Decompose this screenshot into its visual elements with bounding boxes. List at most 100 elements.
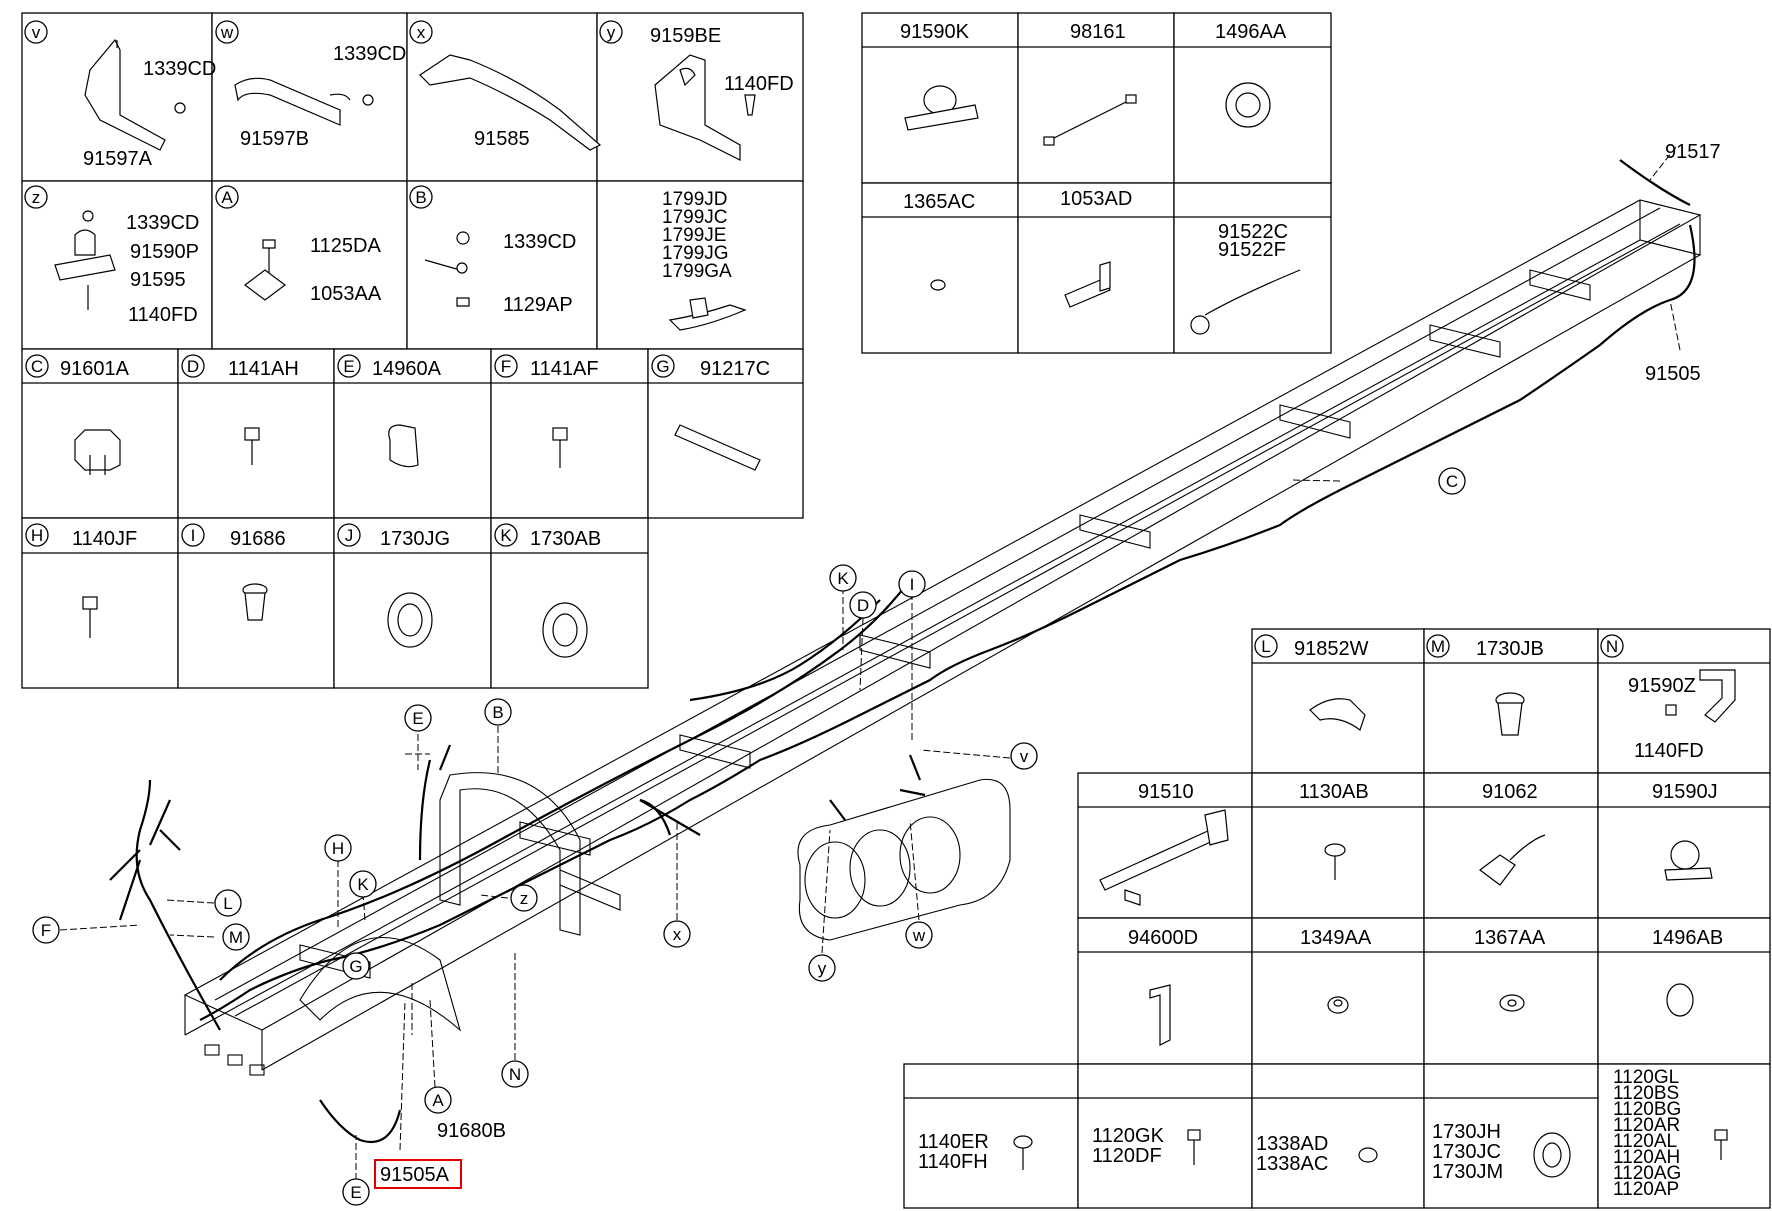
svg-text:F: F [41,921,51,940]
part-number: 91590P [130,241,199,263]
callout-91517: 91517 [1665,141,1721,163]
part-number: 98161 [1070,21,1126,43]
part-number: 91590J [1652,781,1718,803]
diagram-marker-F: F [32,916,60,944]
bolt-icon [1324,843,1346,880]
svg-text:J: J [345,526,354,545]
diagram-marker-N: N [501,1060,529,1088]
part-number: 1140JF [72,528,137,550]
part-number: 1339CD [333,43,406,65]
part-number: 9159BE [650,25,721,47]
part-number: 1799JG [662,243,729,264]
svg-text:y: y [818,959,827,978]
part-number: 1338AC [1256,1153,1328,1175]
diagram-marker-y: y [808,954,836,982]
svg-text:L: L [1261,637,1270,656]
cell-marker-L: L [1254,634,1278,658]
parts-grid-bottom-right [903,628,1771,1209]
part-number: 91510 [1138,781,1194,803]
svg-text:v: v [32,23,41,42]
wire-icon [1043,94,1137,146]
diagram-marker-I: I [898,570,926,598]
grommet-icon [1495,692,1525,736]
part-number: 1730JG [380,528,450,550]
part-number: 1120BG [1613,1099,1681,1120]
cell-marker-C: C [25,354,49,378]
ring-icon [1533,1132,1571,1178]
bolt-icon [244,239,286,301]
svg-text:E: E [343,357,354,376]
part-number: 91585 [474,128,530,150]
part-number: 91597B [240,128,309,150]
part-number: 1120GK [1092,1125,1165,1147]
bracket-icon [1665,669,1736,723]
part-number: 1799JC [662,207,728,228]
cell-marker-H: H [25,523,49,547]
clip-icon [1666,983,1694,1017]
part-number: 1799JD [662,189,728,210]
bracket-icon [234,77,374,126]
diagram-marker-x: x [663,920,691,948]
part-number: 1799JE [662,225,726,246]
svg-text:x: x [673,925,682,944]
clamp-icon [1664,840,1713,881]
svg-text:B: B [415,188,426,207]
svg-text:v: v [1020,747,1029,766]
part-number: 1141AH [228,358,299,380]
svg-text:D: D [187,357,199,376]
part-number: 1730JH [1432,1121,1501,1143]
svg-text:E: E [412,709,423,728]
svg-text:x: x [417,23,426,42]
part-number: 91590Z [1628,675,1696,697]
clip-icon [388,424,419,468]
svg-text:M: M [1431,637,1445,656]
part-number: 91062 [1482,781,1538,803]
part-number: 1730JM [1432,1161,1503,1183]
part-number: 1496AA [1215,21,1287,43]
svg-text:M: M [229,928,243,947]
bolt-icon [1187,1129,1201,1165]
cell-marker-F: F [494,354,518,378]
part-number: 1125DA [310,235,381,257]
part-number: 1141AF [530,358,599,380]
part-number: 1120AR [1613,1115,1680,1136]
diagram-marker-M: M [222,923,250,951]
svg-text:K: K [357,875,369,894]
svg-text:z: z [520,889,529,908]
part-number: 1120BS [1613,1083,1679,1104]
part-number: 1799GA [662,261,732,282]
clamp-icon [904,85,979,131]
part-number: 1730JB [1476,638,1544,660]
cell-marker-J: J [337,523,361,547]
part-number: 1349AA [1300,927,1372,949]
cell-marker-A: A [215,185,239,209]
bolt-icon [1714,1129,1728,1160]
part-number: 91601A [60,358,130,380]
cell-marker-G: G [651,354,675,378]
svg-text:G: G [656,357,669,376]
cell-marker-B: B [409,185,433,209]
part-number: 94600D [1128,927,1198,949]
part-number: 1120AH [1613,1147,1680,1168]
part-number: 1367AA [1474,927,1546,949]
grommet-icon [242,583,268,621]
svg-text:H: H [332,839,344,858]
svg-text:G: G [349,957,362,976]
svg-text:F: F [501,357,511,376]
bracket-icon [1149,984,1171,1046]
part-illustrations [54,38,1736,1178]
diagram-marker-L: L [214,889,242,917]
bracket-icon [1064,261,1111,308]
bracket-icon [654,54,756,161]
part-number: 91217C [700,358,770,380]
cell-marker-E: E [337,354,361,378]
cell-marker-y: y [599,20,623,44]
cell-marker-v: v [24,20,48,44]
part-number: 1140FD [1634,740,1704,762]
part-number: 1730JC [1432,1141,1501,1163]
part-number: 1120GL [1613,1067,1679,1088]
washer-icon [1499,994,1525,1012]
svg-text:I: I [191,526,196,545]
part-number: 1140FH [918,1151,988,1173]
